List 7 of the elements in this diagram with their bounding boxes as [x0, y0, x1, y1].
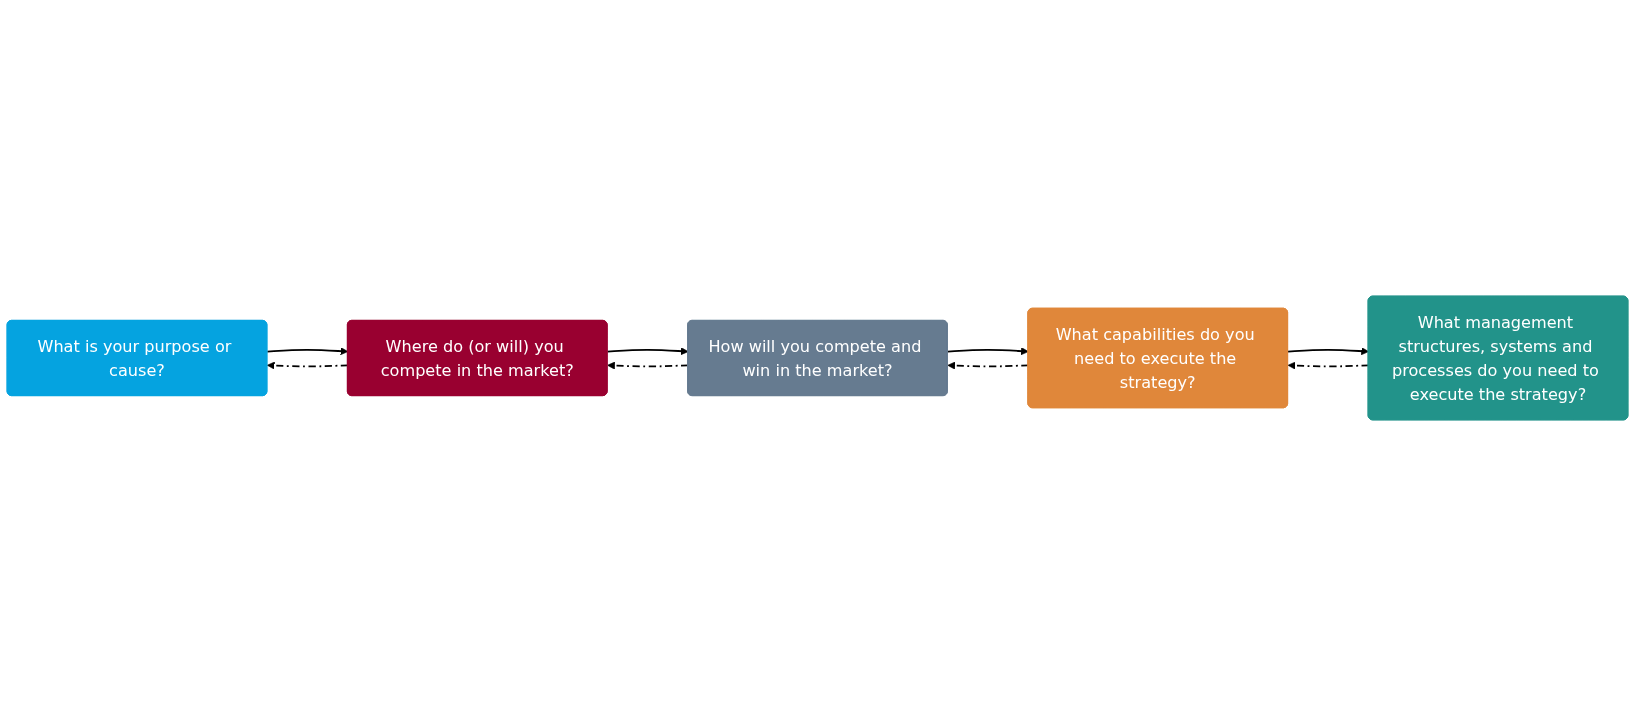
arrow — [1287, 347, 1369, 356]
arrow — [946, 347, 1029, 356]
arrow — [606, 347, 689, 356]
arrow — [607, 361, 689, 370]
arrow — [1287, 361, 1370, 370]
arrow — [266, 347, 349, 356]
arrow — [266, 361, 349, 370]
